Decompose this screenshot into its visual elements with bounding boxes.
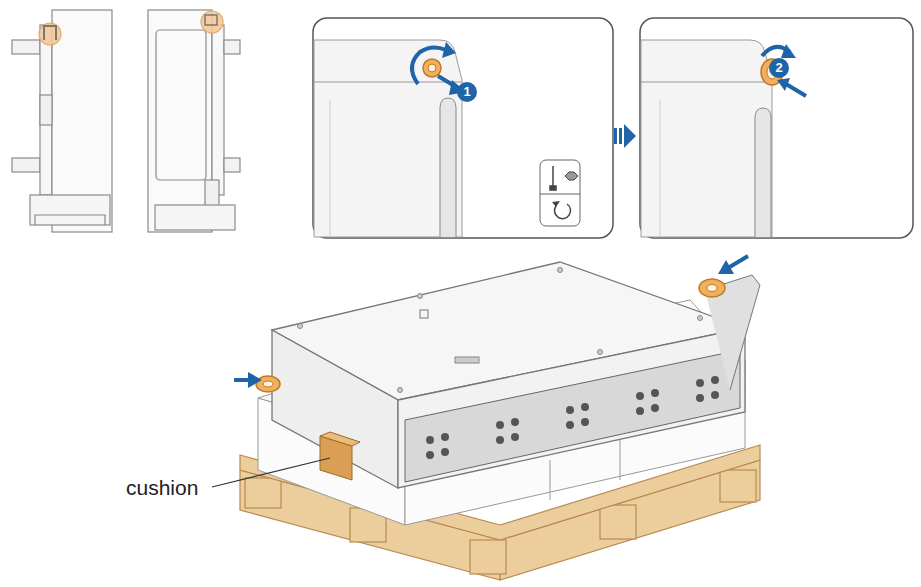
side-views	[12, 10, 240, 232]
detail-panel-2	[640, 18, 913, 238]
detail-panel-1	[313, 18, 613, 238]
sequence-arrow	[614, 124, 636, 148]
callout-number: 1	[457, 82, 477, 102]
callout-number: 2	[769, 58, 789, 78]
inverter-on-pallet	[212, 256, 760, 580]
part-label: cushion	[126, 476, 198, 500]
